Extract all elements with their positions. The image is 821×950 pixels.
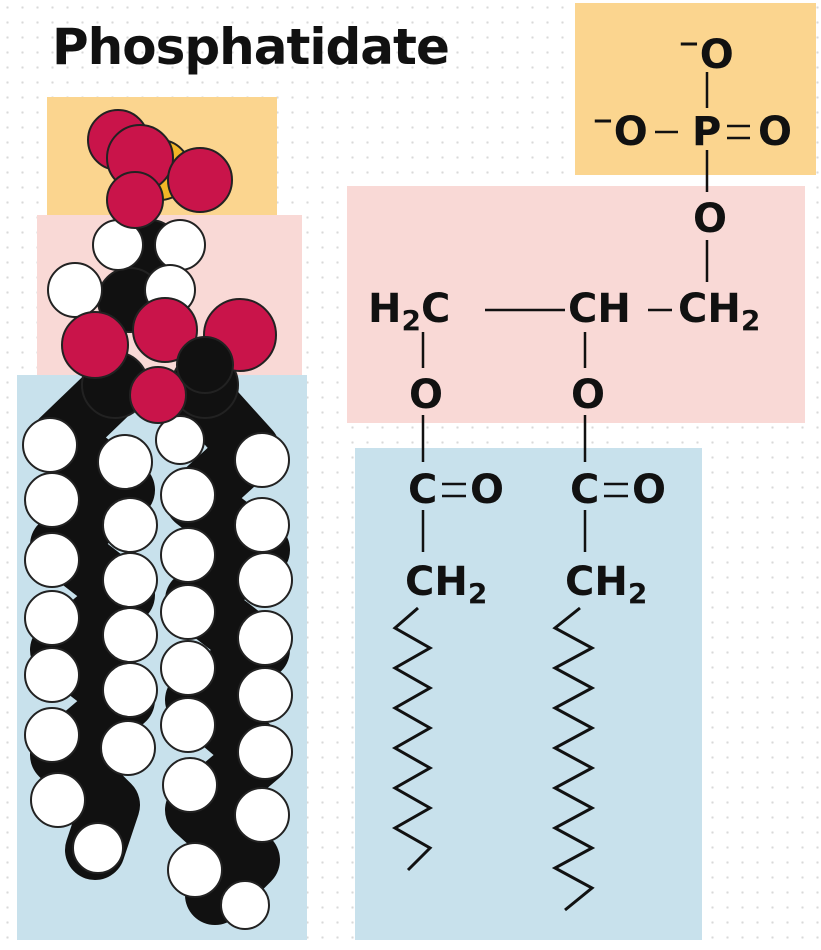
hydrogen-atom [155,415,205,465]
hydrogen-atom [234,787,290,843]
hydrogen-atom [234,432,290,488]
glycerol-o1-label: O [409,372,443,418]
hydrogen-atom [24,590,80,646]
acyl-chain-2: C O CH2 [551,415,666,912]
hydrogen-atom [102,607,158,663]
hydrogen-atom [102,497,158,553]
diagram-title: Phosphatidate [52,18,449,76]
hydrogen-atom [220,880,270,930]
structural-formula: −O −O P O O H2C CH CH2 O O C [368,29,792,912]
phosphate-group: −O −O P O O [592,29,792,282]
hydrogen-atom [24,472,80,528]
glycerol-c2-label: CH [568,286,631,332]
hydrogen-atom [24,707,80,763]
hydrogen-atom [47,262,103,318]
phosphate-bridge-oxygen: O [693,196,727,242]
phosphate-left-oxygen: −O [592,106,648,155]
hydrogen-atom [22,417,78,473]
oxygen-atom [129,366,187,424]
fatty-acid-region-formula [355,448,702,940]
glycerol-region-formula [347,186,805,423]
hydrogen-atom [234,497,290,553]
hydrogen-atom [162,757,218,813]
hydrogen-atom [97,434,153,490]
glycerol-c3-label: CH2 [678,286,760,337]
acyl-2-zigzag-tail [551,606,596,912]
ester-groups-model [61,297,277,424]
hydrogen-atom [237,724,293,780]
glycerol-c1-label: H2C [368,286,450,337]
acyl-1-carbonyl-oxygen: O [470,467,504,513]
hydrogen-atom [102,552,158,608]
region-backgrounds [17,3,816,940]
hydrogen-atom [160,697,216,753]
carbon-atom [176,336,234,394]
acyl-1-carbonyl-carbon: C [408,467,437,513]
phosphate-top-oxygen: −O [678,29,734,78]
oxygen-atom [132,297,198,363]
acyl-1-ch2: CH2 [405,559,487,610]
phosphate-region-formula [575,3,816,175]
acyl-2-carbonyl-carbon: C [570,467,599,513]
glycerol-backbone: H2C CH CH2 O O [368,286,760,418]
hydrogen-atom [167,842,223,898]
phosphate-head-model [87,109,233,229]
hydrogen-atom [160,527,216,583]
hydrogen-atom [102,662,158,718]
oxygen-atom [106,171,164,229]
hydrogen-atom [237,552,293,608]
phosphate-right-oxygen: O [758,109,792,155]
hydrogen-atom [24,647,80,703]
acyl-2-carbonyl-oxygen: O [632,467,666,513]
hydrogen-atom [100,720,156,776]
acyl-2-ch2: CH2 [565,559,647,610]
acyl-1-zigzag-tail [391,606,434,872]
hydrogen-atom [237,667,293,723]
space-filling-model [22,109,293,930]
hydrogen-atom [160,467,216,523]
hydrogen-atom [154,219,206,271]
oxygen-atom [167,147,233,213]
hydrogen-atom [30,772,86,828]
chain-1-hydrogens [22,417,158,874]
glycerol-o2-label: O [571,372,605,418]
chain-2-hydrogens [155,415,293,930]
hydrogen-atom [237,610,293,666]
acyl-chain-1: C O CH2 [391,415,504,872]
chain-1-carbon-backbone [30,362,155,880]
oxygen-atom [61,311,129,379]
hydrogen-atom [160,640,216,696]
hydrogen-atom [24,532,80,588]
phosphorus-atom-label: P [692,109,721,155]
hydrogen-atom [72,822,124,874]
hydrogen-atom [160,584,216,640]
